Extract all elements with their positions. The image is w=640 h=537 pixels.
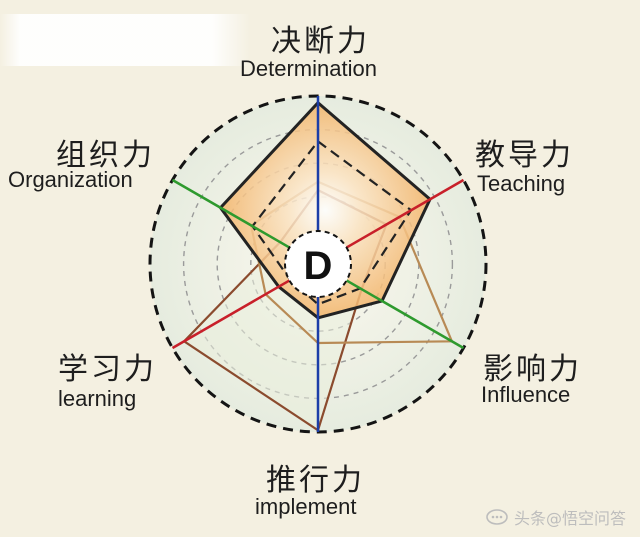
axis-label-organization-zh: 组织力 [56,138,155,173]
axis-label-implement-zh: 推行力 [266,463,365,498]
chat-bubble-icon [486,509,508,525]
axis-label-implement-en: implement [255,494,357,519]
axis-label-teaching-zh: 教导力 [475,138,574,173]
axis-label-organization-en: Organization [8,167,133,192]
center-letter: D [304,244,333,288]
watermark-text: 头条@悟空问答 [513,509,626,528]
watermark: 头条@悟空问答 [486,505,626,529]
axis-label-influence-zh: 影响力 [483,352,582,387]
center-badge [284,230,352,298]
axis-label-learning-en: learning [58,386,137,411]
axis-label-determination-en: Determination [240,56,377,81]
redaction-patch [0,14,250,66]
axis-label-determination-zh: 决断力 [271,24,370,59]
axis-label-teaching-en: Teaching [477,171,566,196]
axis-label-learning-zh: 学习力 [58,352,157,387]
axis-label-influence-en: Influence [481,382,571,407]
